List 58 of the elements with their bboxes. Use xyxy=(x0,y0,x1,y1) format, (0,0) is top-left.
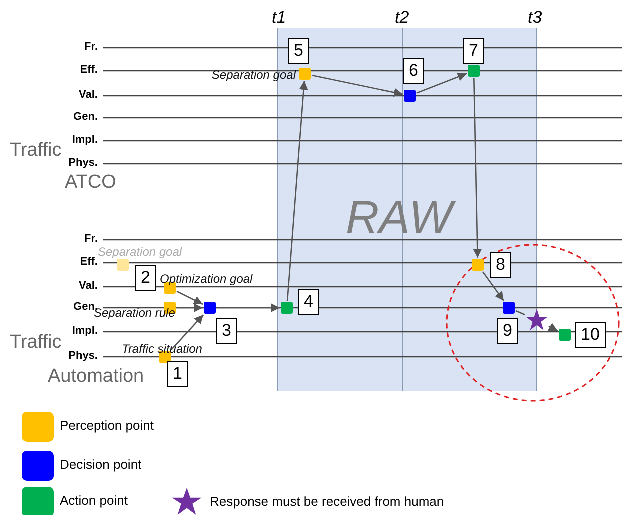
point-caption: Separation goal xyxy=(98,245,182,259)
legend-label: Perception point xyxy=(60,418,154,433)
group-label: Traffic xyxy=(10,332,62,354)
arrow xyxy=(482,272,504,302)
arrow xyxy=(548,323,558,332)
point-marker xyxy=(472,259,484,271)
time-label: t1 xyxy=(272,8,286,28)
lane-label: Gen. xyxy=(72,111,98,123)
lane-label: Phys. xyxy=(68,157,98,169)
point-marker xyxy=(204,302,216,314)
point-marker xyxy=(281,302,293,314)
callout-number: 7 xyxy=(463,38,484,64)
arrow xyxy=(217,304,280,312)
callout-number: 9 xyxy=(497,318,518,344)
legend-label: Response must be received from human xyxy=(210,494,444,509)
point-marker xyxy=(117,259,129,271)
point-marker xyxy=(503,302,515,314)
callout-number: 8 xyxy=(490,252,512,278)
point-marker xyxy=(468,65,480,77)
arrow xyxy=(286,80,308,302)
point-caption: Optimization goal xyxy=(160,272,253,286)
lane-label: Fr. xyxy=(84,41,98,53)
star-icon xyxy=(526,309,548,331)
lane-label: Val. xyxy=(78,280,98,292)
legend-label: Action point xyxy=(60,493,128,508)
lane-label: Eff. xyxy=(79,256,98,268)
lane-label: Eff. xyxy=(79,64,98,76)
lane-label: Impl. xyxy=(71,134,98,146)
callout-number: 1 xyxy=(167,361,188,387)
group-label: ATCO xyxy=(65,172,116,194)
lane-label: Val. xyxy=(78,89,98,101)
arrow xyxy=(473,78,482,258)
arrow xyxy=(312,74,404,98)
callout-number: 2 xyxy=(135,265,156,291)
point-caption: Separation rule xyxy=(94,306,176,320)
time-label: t2 xyxy=(395,8,410,28)
time-label: t3 xyxy=(528,8,542,28)
lane-label: Impl. xyxy=(71,325,98,337)
arrow xyxy=(176,290,204,306)
arrow xyxy=(170,314,204,350)
point-caption: Traffic situation xyxy=(122,342,202,356)
callout-number: 3 xyxy=(216,318,238,344)
callout-number: 5 xyxy=(288,38,310,64)
callout-number: 10 xyxy=(575,322,606,348)
callout-number: 4 xyxy=(298,289,320,315)
point-marker xyxy=(559,329,571,341)
point-marker xyxy=(404,90,416,102)
group-label: Automation xyxy=(48,366,144,388)
point-caption: Separation goal xyxy=(212,68,296,82)
arrow xyxy=(177,304,203,312)
connector-line xyxy=(516,310,526,316)
group-label: Traffic xyxy=(10,140,62,162)
callout-number: 6 xyxy=(403,58,424,84)
arrow xyxy=(416,72,468,94)
lane-label: Fr. xyxy=(84,233,98,245)
legend-label: Decision point xyxy=(60,457,142,472)
point-marker xyxy=(299,68,311,80)
lane-label: Phys. xyxy=(68,350,98,362)
